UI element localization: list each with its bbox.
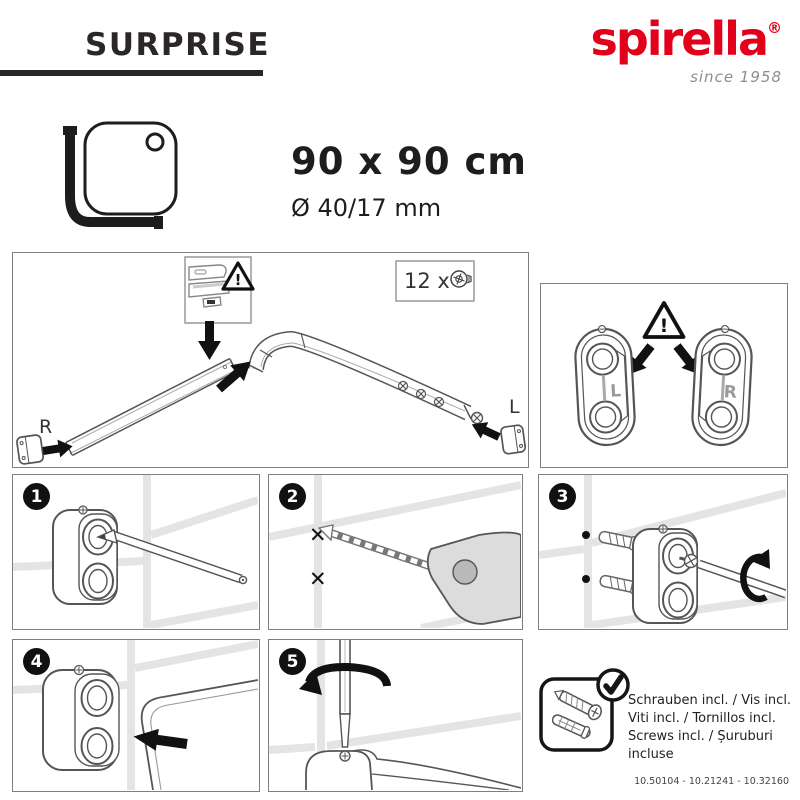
svg-text:!: ! (235, 271, 242, 289)
drill (426, 531, 521, 625)
step-5-panel: 5 (268, 639, 523, 792)
wall-plug-icon (551, 714, 591, 739)
step-4-drawing (13, 640, 258, 790)
select-left-arrow (628, 343, 655, 375)
screw-icon (679, 553, 699, 569)
warning-icon: ! (221, 261, 255, 291)
brand-block: spirella® since 1958 (590, 12, 782, 86)
rail-joint-inset: ! (184, 256, 255, 324)
rotation-arrow (299, 662, 391, 695)
check-icon (596, 668, 630, 702)
parts-count-box: 12 x (395, 260, 475, 302)
pencil (96, 529, 248, 585)
wall-bracket-left: L (574, 324, 636, 447)
step-3-drawing (539, 475, 786, 628)
product-size: 90 x 90 cm (291, 140, 527, 183)
end-screw-icon (470, 411, 484, 425)
warning-icon: ! (642, 301, 686, 339)
shower-tray-icon (63, 121, 178, 229)
end-cap-left (500, 424, 527, 455)
wall-bracket (632, 524, 698, 624)
assembly-diagram-panel: ! 12 x (12, 252, 529, 468)
step-number: 2 (279, 483, 306, 510)
drill-mark-bottom: ✕ (309, 567, 327, 591)
screws-included-box (539, 668, 630, 752)
select-right-arrow (673, 343, 700, 375)
bracket-screw-icon (658, 524, 668, 534)
end-cap-right (16, 434, 45, 465)
included-line-it-es: Viti incl. / Tornillos incl. (628, 711, 776, 726)
page-title: SURPRISE (85, 27, 270, 63)
step-5-drawing (269, 640, 521, 790)
rail-screws (397, 380, 445, 408)
step-3-panel: 3 (538, 474, 788, 630)
step-number: 5 (279, 648, 306, 675)
product-diameter: Ø 40/17 mm (291, 194, 442, 222)
brand-tagline: since 1958 (690, 68, 782, 86)
bracket-screw-icon (339, 750, 351, 762)
bracket-and-rail (305, 749, 521, 790)
rail-segment-left (65, 357, 237, 457)
screwdriver (339, 640, 351, 748)
registered-mark: ® (767, 19, 782, 37)
bracket-screw-icon (78, 505, 88, 515)
joint-arrow (216, 361, 251, 393)
mount-arrow (133, 728, 188, 751)
included-text: Schrauben incl. / Vis incl. Viti incl. /… (628, 692, 800, 764)
step-2-drawing: ✕ ✕ (269, 475, 521, 628)
article-numbers: 10.50104 - 10.21241 - 10.32160 (634, 776, 789, 787)
brackets-diagram-panel: ! L (540, 283, 788, 468)
assembly-diagram: ! 12 x (16, 256, 527, 465)
right-end-label: R (39, 416, 52, 438)
svg-text:!: ! (660, 315, 669, 337)
screw-icon (450, 270, 472, 288)
title-underline (0, 70, 263, 76)
cap-insert-arrow-right (42, 439, 73, 458)
wall-bracket-right: R (691, 324, 753, 447)
included-line-de-fr: Schrauben incl. / Vis incl. (628, 693, 792, 708)
rail-piece (140, 679, 258, 790)
step-number: 3 (549, 483, 576, 510)
step-2-panel: 2 ✕ ✕ (268, 474, 523, 630)
cap-insert-arrow-left (471, 422, 501, 441)
step-number: 1 (23, 483, 50, 510)
brackets-diagram: ! L (574, 301, 753, 447)
drill-bit (317, 524, 437, 572)
insert-direction-arrow (198, 321, 221, 360)
drill-hole-top (582, 531, 590, 539)
wall-bracket (42, 664, 120, 771)
step-number: 4 (23, 648, 50, 675)
rail-segment-right (248, 330, 484, 425)
wall-bracket (52, 505, 118, 605)
included-line-en-ro: Screws incl. / Șuruburi incluse (628, 729, 773, 762)
screw-icon (553, 689, 602, 721)
step-1-drawing (13, 475, 258, 628)
step-1-panel: 1 (12, 474, 260, 630)
parts-count: 12 x (404, 269, 450, 293)
rotation-arrow (740, 549, 770, 603)
bracket-left-label: L (610, 381, 622, 402)
left-end-label: L (509, 396, 520, 418)
bracket-screw-icon (73, 664, 85, 676)
step-4-panel: 4 (12, 639, 260, 792)
brand-logo: spirella (590, 12, 769, 66)
drill-hole-bottom (582, 575, 590, 583)
bracket-right-label: R (723, 382, 737, 403)
